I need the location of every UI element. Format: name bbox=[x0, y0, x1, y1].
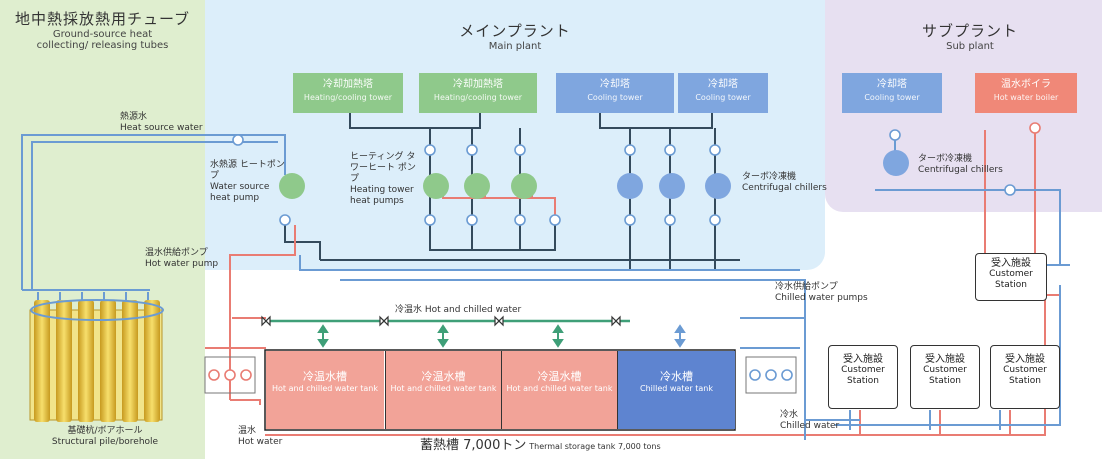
tower-2-jp: 冷却加熱塔 bbox=[453, 79, 503, 90]
heat-pump-units bbox=[279, 173, 537, 199]
cooling-tower-2: 冷却塔 Cooling tower bbox=[678, 73, 768, 113]
main-zone bbox=[205, 0, 825, 270]
ground-title-jp: 地中熱採放熱用チューブ bbox=[14, 10, 191, 28]
chilled-tank-arrow bbox=[674, 324, 686, 348]
tank-1: 冷温水槽 Hot and chilled water tank bbox=[266, 351, 384, 429]
ground-title-en: Ground-source heat collecting/ releasing… bbox=[36, 29, 169, 51]
sub-cooling-tower: 冷却塔 Cooling tower bbox=[842, 73, 942, 113]
heating-cooling-tower-1: 冷却加熱塔 Heating/cooling tower bbox=[293, 73, 403, 113]
sub-tower-jp: 冷却塔 bbox=[877, 79, 907, 90]
sub-chiller-label: ターボ冷凍機 Centrifugal chillers bbox=[918, 154, 1003, 175]
customer-station-top: 受入施設 Customer Station bbox=[975, 253, 1047, 301]
hot-water-pump-label: 温水供給ポンプ Hot water pump bbox=[145, 248, 219, 269]
tank-4: 冷水槽 Chilled water tank bbox=[617, 351, 735, 429]
tank-arrows bbox=[317, 324, 564, 348]
chiller-units bbox=[617, 150, 909, 199]
main-title-jp: メインプラント bbox=[459, 22, 571, 40]
cooling-tower-1: 冷却塔 Cooling tower bbox=[556, 73, 674, 113]
chilled-water-lines bbox=[299, 130, 1070, 440]
boiler-jp: 温水ボイラ bbox=[1001, 79, 1051, 90]
pile-label: 基礎杭/ボアホール Structural pile/borehole bbox=[51, 426, 159, 447]
centrifugal-chiller-label: ターボ冷凍機 Centrifugal chillers bbox=[742, 172, 827, 193]
chilled-water-pump-group bbox=[745, 356, 797, 394]
tower-lines bbox=[349, 112, 716, 145]
tower-1-jp: 冷却加熱塔 bbox=[323, 79, 373, 90]
tower-4-en: Cooling tower bbox=[695, 93, 751, 102]
ground-title: 地中熱採放熱用チューブ Ground-source heat collectin… bbox=[0, 8, 205, 51]
storage-label: 蓄熱槽 7,000トン Thermal storage tank 7,000 t… bbox=[420, 438, 661, 453]
tank-3: 冷温水槽 Hot and chilled water tank bbox=[501, 351, 617, 429]
sub-title-jp: サブプラント bbox=[921, 22, 1018, 40]
hot-water-boiler: 温水ボイラ Hot water boiler bbox=[975, 73, 1077, 113]
customer-station-3: 受入施設 Customer Station bbox=[990, 345, 1060, 409]
hot-water-pump-group bbox=[204, 356, 256, 394]
storage-tank-frame bbox=[264, 349, 736, 431]
chilled-water-label: 冷水 Chilled water bbox=[780, 410, 840, 431]
tower-4-jp: 冷却塔 bbox=[708, 79, 738, 90]
tower-2-en: Heating/cooling tower bbox=[433, 93, 523, 102]
main-title-en: Main plant bbox=[488, 41, 542, 52]
chilled-water-pump-label: 冷水供給ポンプ Chilled water pumps bbox=[775, 282, 868, 303]
heat-source-label: 熱源水 Heat source water bbox=[120, 112, 203, 133]
sub-title-en: Sub plant bbox=[946, 41, 994, 52]
flow-markers bbox=[232, 129, 1016, 226]
tower-1-en: Heating/cooling tower bbox=[303, 93, 393, 102]
flow-markers-red bbox=[1029, 122, 1041, 134]
hot-chilled-water-label: 冷温水 Hot and chilled water bbox=[395, 305, 522, 315]
tower-3-jp: 冷却塔 bbox=[600, 79, 630, 90]
sub-tower-en: Cooling tower bbox=[864, 93, 920, 102]
structural-piles bbox=[29, 299, 164, 422]
hot-water-label: 温水 Hot water bbox=[238, 426, 283, 447]
customer-station-1: 受入施設 Customer Station bbox=[828, 345, 898, 409]
boiler-en: Hot water boiler bbox=[993, 93, 1059, 102]
water-source-hp-label: 水熱源 ヒートポンプ Water source heat pump bbox=[210, 160, 285, 203]
tower-3-en: Cooling tower bbox=[587, 93, 643, 102]
valves bbox=[261, 315, 621, 327]
customer-station-2: 受入施設 Customer Station bbox=[910, 345, 980, 409]
heat-source-pipe bbox=[21, 134, 286, 290]
heating-tower-hp-label: ヒーティング タワーヒート ポンプ Heating tower heat pum… bbox=[350, 152, 416, 206]
tank-2: 冷温水槽 Hot and chilled water tank bbox=[385, 351, 501, 429]
heating-cooling-tower-2: 冷却加熱塔 Heating/cooling tower bbox=[419, 73, 537, 113]
sub-title: サブプラント Sub plant bbox=[880, 20, 1060, 52]
main-title: メインプラント Main plant bbox=[405, 20, 625, 52]
